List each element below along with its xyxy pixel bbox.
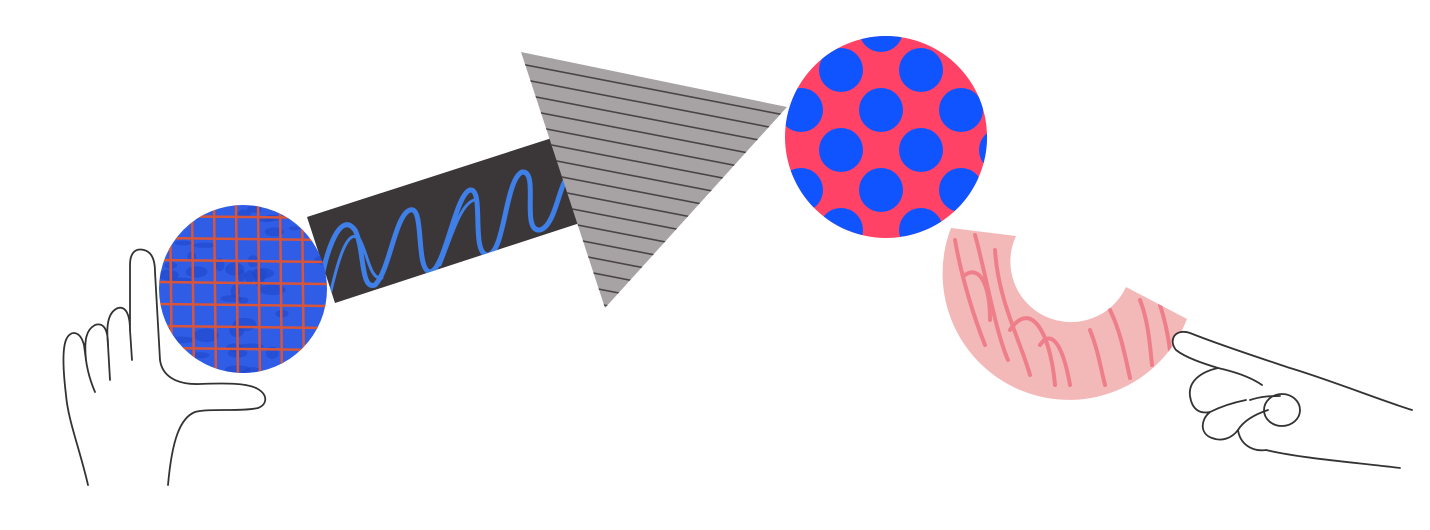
polka-dot: [899, 128, 943, 172]
texture-blotch: [259, 284, 286, 296]
grid-circle: [159, 205, 327, 373]
polka-dot: [819, 128, 863, 172]
texture-blotch: [238, 343, 264, 349]
polka-dot: [819, 208, 863, 238]
texture-blotch: [185, 266, 208, 278]
texture-blotch: [159, 269, 179, 281]
texture-blotch: [174, 240, 192, 246]
texture-blotch: [244, 270, 255, 284]
texture-blotch: [288, 226, 301, 231]
polka-dot: [819, 48, 863, 92]
polka-dot: [939, 168, 983, 212]
pointing-hand-icon: [1171, 330, 1413, 469]
stripe-line: [521, 59, 787, 119]
stripe-line: [521, 284, 787, 308]
polka-dot: [785, 36, 823, 52]
stripe-line: [521, 74, 787, 134]
texture-blotch: [176, 206, 204, 221]
grid-line-horizontal: [159, 346, 327, 352]
texture-blotch: [201, 363, 210, 372]
polka-dot: [779, 248, 823, 292]
polka-dot: [939, 88, 983, 132]
grid-line-vertical: [212, 205, 218, 373]
arrow-shaft: [307, 137, 583, 303]
polka-dot: [859, 36, 903, 52]
polka-dot: [939, 36, 983, 52]
grid-line-horizontal: [159, 214, 327, 220]
polka-dot: [819, 0, 863, 12]
polka-dot: [899, 0, 943, 12]
polka-dot: [899, 208, 943, 238]
pink-arc: [942, 228, 1187, 400]
polka-dot-circle: [779, 0, 1023, 332]
stripe-line: [521, 89, 787, 149]
polka-dot: [859, 88, 903, 132]
stripe-line: [521, 269, 787, 308]
polka-dot: [979, 0, 1023, 12]
texture-blotch: [306, 346, 327, 357]
stripe-line: [521, 254, 787, 308]
texture-blotch: [264, 227, 284, 237]
grid-line-horizontal: [159, 258, 327, 264]
polka-dot: [979, 128, 987, 172]
texture-blotch: [168, 352, 178, 358]
polka-dot: [785, 168, 823, 212]
texture-blotch: [242, 367, 264, 373]
texture-blotch: [159, 225, 176, 237]
texture-blotch: [193, 242, 217, 248]
grid-line-horizontal: [159, 236, 327, 242]
grid-line-horizontal: [159, 324, 327, 330]
polka-dot: [899, 48, 943, 92]
texture-blotch: [191, 352, 210, 359]
polka-dot: [819, 288, 863, 332]
polka-dot: [785, 88, 823, 132]
texture-blotch: [220, 295, 242, 302]
grid-line-horizontal: [159, 280, 327, 286]
polka-dot: [859, 248, 903, 292]
grid-line-horizontal: [159, 302, 327, 308]
grid-line-vertical: [168, 205, 174, 373]
l-shape-hand-icon: [62, 248, 267, 486]
grid-line-vertical: [300, 205, 306, 373]
texture-blotch: [180, 369, 198, 373]
grid-line-vertical: [190, 205, 196, 373]
polka-dot: [859, 168, 903, 212]
texture-blotch: [183, 209, 194, 214]
texture-blotch: [225, 262, 245, 276]
texture-blotch: [193, 328, 219, 343]
polka-dot: [979, 48, 987, 92]
texture-blotch: [168, 336, 195, 344]
polka-dot: [899, 288, 943, 332]
